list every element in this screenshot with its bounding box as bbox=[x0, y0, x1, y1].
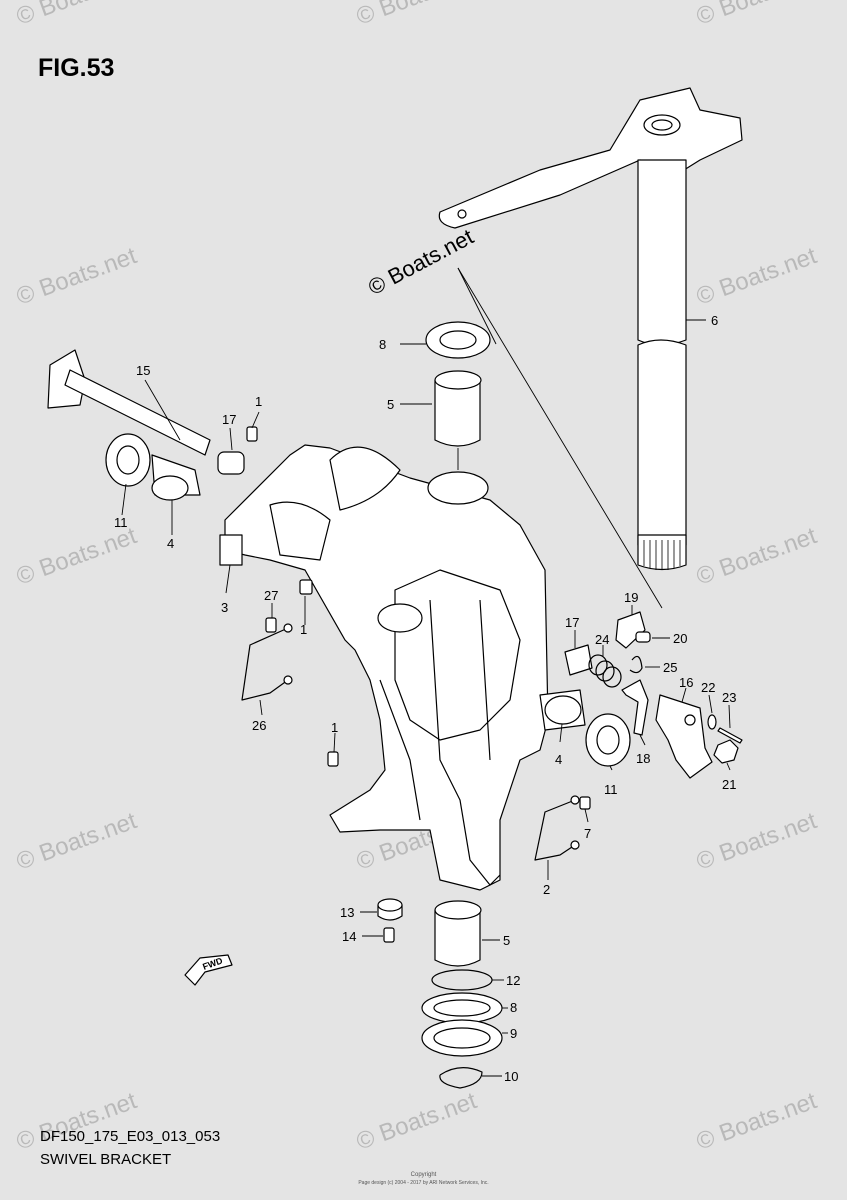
part-12-ring bbox=[431, 969, 493, 991]
part-16-bracket-plate bbox=[655, 694, 713, 779]
part-5-bushing-lower bbox=[434, 900, 482, 967]
part-10-snap-ring bbox=[439, 1067, 483, 1089]
part-8-washer-lower bbox=[421, 992, 503, 1024]
callout-6: 6 bbox=[711, 313, 718, 328]
part-20-bolt bbox=[635, 631, 651, 643]
part-18-lever bbox=[621, 679, 649, 736]
callout-5: 5 bbox=[503, 933, 510, 948]
swivel-bracket-body bbox=[219, 444, 549, 891]
callout-18: 18 bbox=[636, 751, 650, 766]
callout-8: 8 bbox=[510, 1000, 517, 1015]
watermark: © Boats.net bbox=[353, 0, 481, 31]
watermark: © Boats.net bbox=[353, 1087, 481, 1155]
fwd-arrow-icon bbox=[184, 954, 233, 986]
callout-12: 12 bbox=[506, 973, 520, 988]
callout-11: 11 bbox=[604, 782, 618, 797]
part-26-ground-wire bbox=[241, 623, 293, 701]
part-6-steering-arm-shaft bbox=[438, 87, 743, 571]
callout-26: 26 bbox=[252, 718, 266, 733]
callout-16: 16 bbox=[679, 675, 693, 690]
figure-title: FIG.53 bbox=[38, 54, 115, 82]
callout-22: 22 bbox=[701, 680, 715, 695]
callout-17: 17 bbox=[565, 615, 579, 630]
callout-1: 1 bbox=[331, 720, 338, 735]
part-11-washer-left bbox=[105, 433, 151, 487]
part-9-seal bbox=[421, 1019, 503, 1057]
callout-3: 3 bbox=[221, 600, 228, 615]
watermark: © Boats.net bbox=[13, 242, 141, 310]
part-13-cap bbox=[377, 898, 403, 921]
callout-17: 17 bbox=[222, 412, 236, 427]
model-code: DF150_175_E03_013_053 bbox=[40, 1128, 221, 1145]
part-23-cotter-pin bbox=[717, 727, 743, 744]
watermark: © Boats.net bbox=[13, 522, 141, 590]
callout-19: 19 bbox=[624, 590, 638, 605]
callout-8: 8 bbox=[379, 337, 386, 352]
callout-23: 23 bbox=[722, 690, 736, 705]
callout-13: 13 bbox=[340, 905, 354, 920]
callout-20: 20 bbox=[673, 631, 687, 646]
watermark: © Boats.net bbox=[13, 1087, 141, 1155]
callout-14: 14 bbox=[342, 929, 356, 944]
callout-2: 2 bbox=[543, 882, 550, 897]
callout-5: 5 bbox=[387, 397, 394, 412]
footer-credit: Page design (c) 2004 - 2017 by ARI Netwo… bbox=[358, 1180, 489, 1186]
part-4-bushing-left bbox=[151, 454, 201, 501]
part-8-washer-upper bbox=[425, 321, 491, 359]
callout-10: 10 bbox=[504, 1069, 518, 1084]
watermark: © Boats.net bbox=[693, 0, 821, 31]
footer-copyright: Copyright bbox=[410, 1172, 437, 1178]
part-4-bushing-right bbox=[539, 689, 586, 731]
part-1-grease-fitting-top bbox=[246, 426, 258, 442]
callout-4: 4 bbox=[167, 536, 174, 551]
callout-9: 9 bbox=[510, 1026, 517, 1041]
part-2-ground-wire bbox=[534, 795, 580, 861]
callout-1: 1 bbox=[300, 622, 307, 637]
callouts: 1 1 1 2 3 4 4 5 5 6 7 8 8 9 10 11 11 12 … bbox=[114, 313, 736, 1084]
part-17-collar-right bbox=[564, 644, 593, 676]
section-name: SWIVEL BRACKET bbox=[40, 1151, 172, 1168]
part-1-grease-fitting-mid bbox=[299, 579, 313, 595]
part-11-washer-right bbox=[585, 713, 631, 767]
callout-27: 27 bbox=[264, 588, 278, 603]
leader-lines bbox=[121, 267, 731, 1077]
callout-21: 21 bbox=[722, 777, 736, 792]
watermark: © Boats.net bbox=[13, 807, 141, 875]
callout-4: 4 bbox=[555, 752, 562, 767]
watermark: © Boats.net bbox=[693, 807, 821, 875]
part-22-washer bbox=[707, 714, 717, 730]
watermark: © Boats.net bbox=[693, 242, 821, 310]
part-21-nut bbox=[713, 739, 739, 764]
callout-7: 7 bbox=[584, 826, 591, 841]
watermark: © Boats.net bbox=[693, 522, 821, 590]
callout-15: 15 bbox=[136, 363, 150, 378]
part-15-tilt-pin bbox=[47, 349, 211, 456]
callout-11: 11 bbox=[114, 515, 128, 530]
part-24-spring bbox=[588, 654, 622, 688]
part-27-screw bbox=[265, 617, 277, 633]
watermark: © Boats.net bbox=[693, 1087, 821, 1155]
part-17-collar-left bbox=[217, 451, 245, 475]
callout-25: 25 bbox=[663, 660, 677, 675]
part-25-spring-clip bbox=[629, 655, 643, 674]
watermark: © Boats.net bbox=[13, 0, 141, 31]
callout-1: 1 bbox=[255, 394, 262, 409]
callout-24: 24 bbox=[595, 632, 609, 647]
part-5-bushing-upper bbox=[434, 370, 482, 447]
part-14-bolt bbox=[383, 927, 395, 943]
part-1-grease-fitting-lower bbox=[327, 751, 339, 767]
part-7-screw bbox=[579, 796, 591, 810]
